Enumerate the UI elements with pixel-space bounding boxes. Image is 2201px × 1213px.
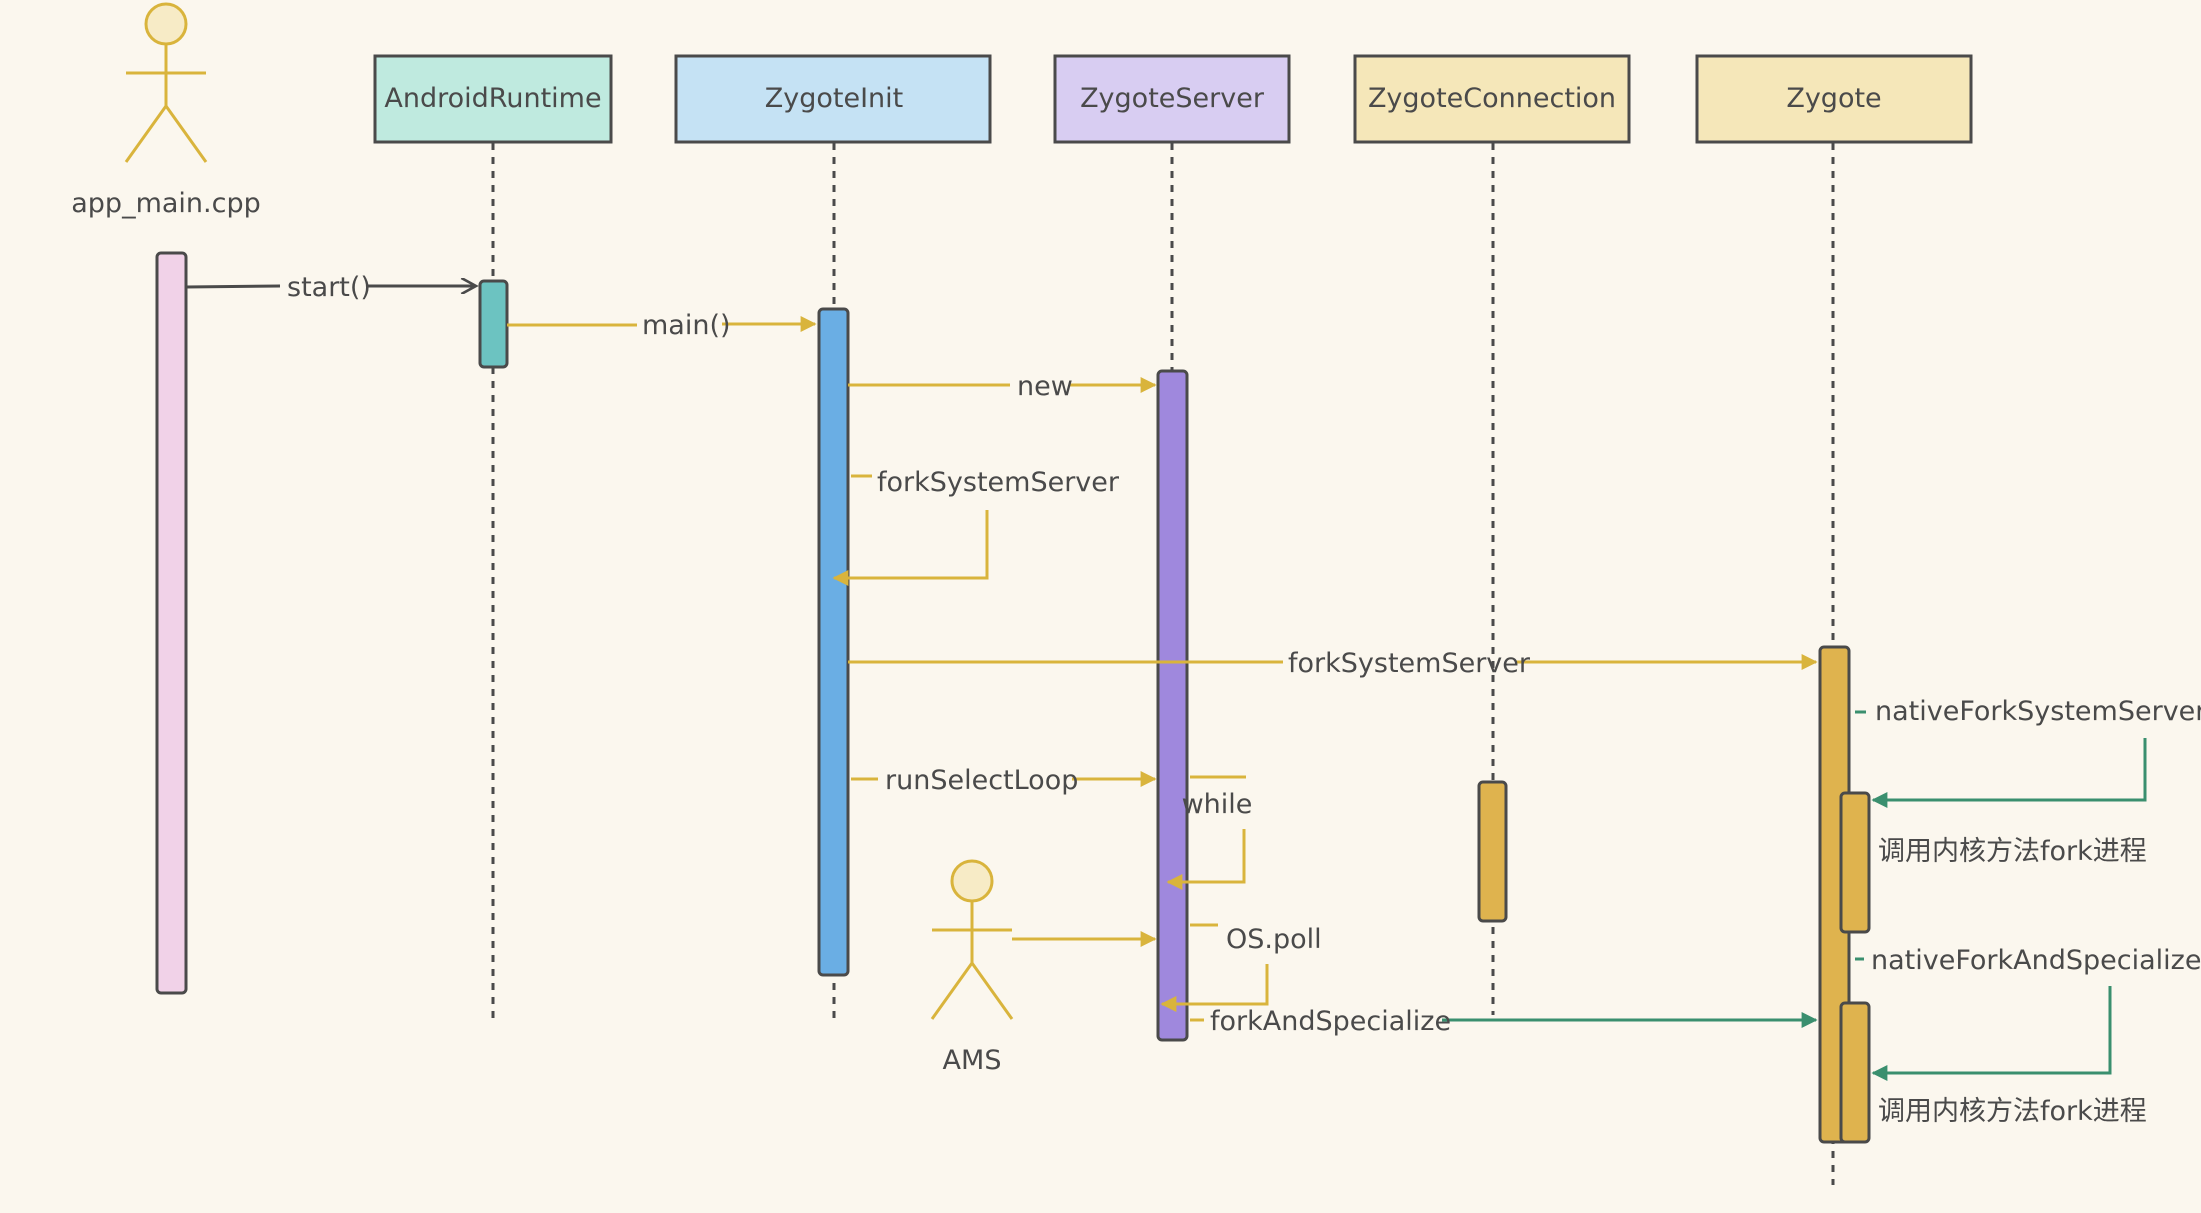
message-fork-and-specialize[interactable]: forkAndSpecialize [1190, 1006, 1818, 1037]
participant-zygoteserver[interactable]: ZygoteServer [1053, 54, 1291, 144]
message-native-fork-system-server[interactable]: nativeForkSystemServer [1855, 696, 2201, 808]
person-icon [930, 859, 1014, 1020]
message-native-fork-and-specialize[interactable]: nativeForkAndSpecialize [1855, 945, 2201, 1081]
message-native-fork-and-specialize-label: nativeForkAndSpecialize [1871, 945, 2201, 976]
participant-zygoteconnection-label: ZygoteConnection [1368, 83, 1616, 114]
participant-zygote[interactable]: Zygote [1695, 54, 1973, 144]
activation-bar-zygote-fork-1 [1839, 791, 1871, 934]
actor-ams[interactable]: AMS [930, 859, 1014, 1076]
message-main[interactable]: main() [507, 310, 817, 341]
participant-zygote-label: Zygote [1786, 83, 1881, 114]
activation-bar-zygoteserver [1156, 369, 1189, 1042]
participant-zygoteinit-label: ZygoteInit [765, 83, 904, 114]
message-kernel-fork-2-label: 调用内核方法fork进程 [1878, 1096, 2147, 1127]
actor-ams-label: AMS [943, 1045, 1002, 1076]
message-native-fork-system-server-label: nativeForkSystemServer [1875, 696, 2201, 727]
participant-zygoteinit[interactable]: ZygoteInit [674, 54, 992, 144]
message-start[interactable]: start() [185, 272, 476, 303]
message-fork-system-server-label: forkSystemServer [1288, 648, 1531, 679]
participant-zygoteserver-label: ZygoteServer [1080, 83, 1265, 114]
participant-androidruntime[interactable]: AndroidRuntime [373, 54, 613, 144]
message-fork-system-server-self[interactable]: forkSystemServer [832, 467, 1120, 586]
activation-bar-zygoteinit [817, 307, 850, 977]
message-new-label: new [1017, 371, 1073, 402]
participant-androidruntime-label: AndroidRuntime [384, 83, 601, 114]
activation-bar-androidruntime [478, 279, 509, 369]
message-os-poll[interactable]: OS.poll [1160, 923, 1322, 1012]
actor-app[interactable]: app_main.cpp [71, 2, 261, 219]
actor-app-label: app_main.cpp [71, 188, 261, 219]
message-os-poll-label: OS.poll [1226, 924, 1322, 955]
message-new[interactable]: new [848, 371, 1157, 402]
message-fork-and-specialize-label: forkAndSpecialize [1210, 1006, 1451, 1037]
message-fork-system-server[interactable]: forkSystemServer [848, 648, 1818, 679]
activation-bar-zygote-fork-2 [1839, 1001, 1871, 1144]
message-start-label: start() [287, 272, 371, 303]
activation-bar-app [155, 251, 188, 995]
message-run-select-loop-label: runSelectLoop [885, 765, 1078, 796]
message-fork-system-server-self-label: forkSystemServer [877, 467, 1120, 498]
person-icon [124, 2, 208, 163]
activation-bar-zygoteconnection [1477, 780, 1508, 923]
message-run-select-loop[interactable]: runSelectLoop [851, 765, 1157, 796]
message-kernel-fork-1-label: 调用内核方法fork进程 [1878, 836, 2147, 867]
message-while-label: while [1182, 789, 1253, 820]
message-main-label: main() [642, 310, 731, 341]
message-while[interactable]: while [1166, 775, 1253, 890]
participant-zygoteconnection[interactable]: ZygoteConnection [1353, 54, 1631, 144]
